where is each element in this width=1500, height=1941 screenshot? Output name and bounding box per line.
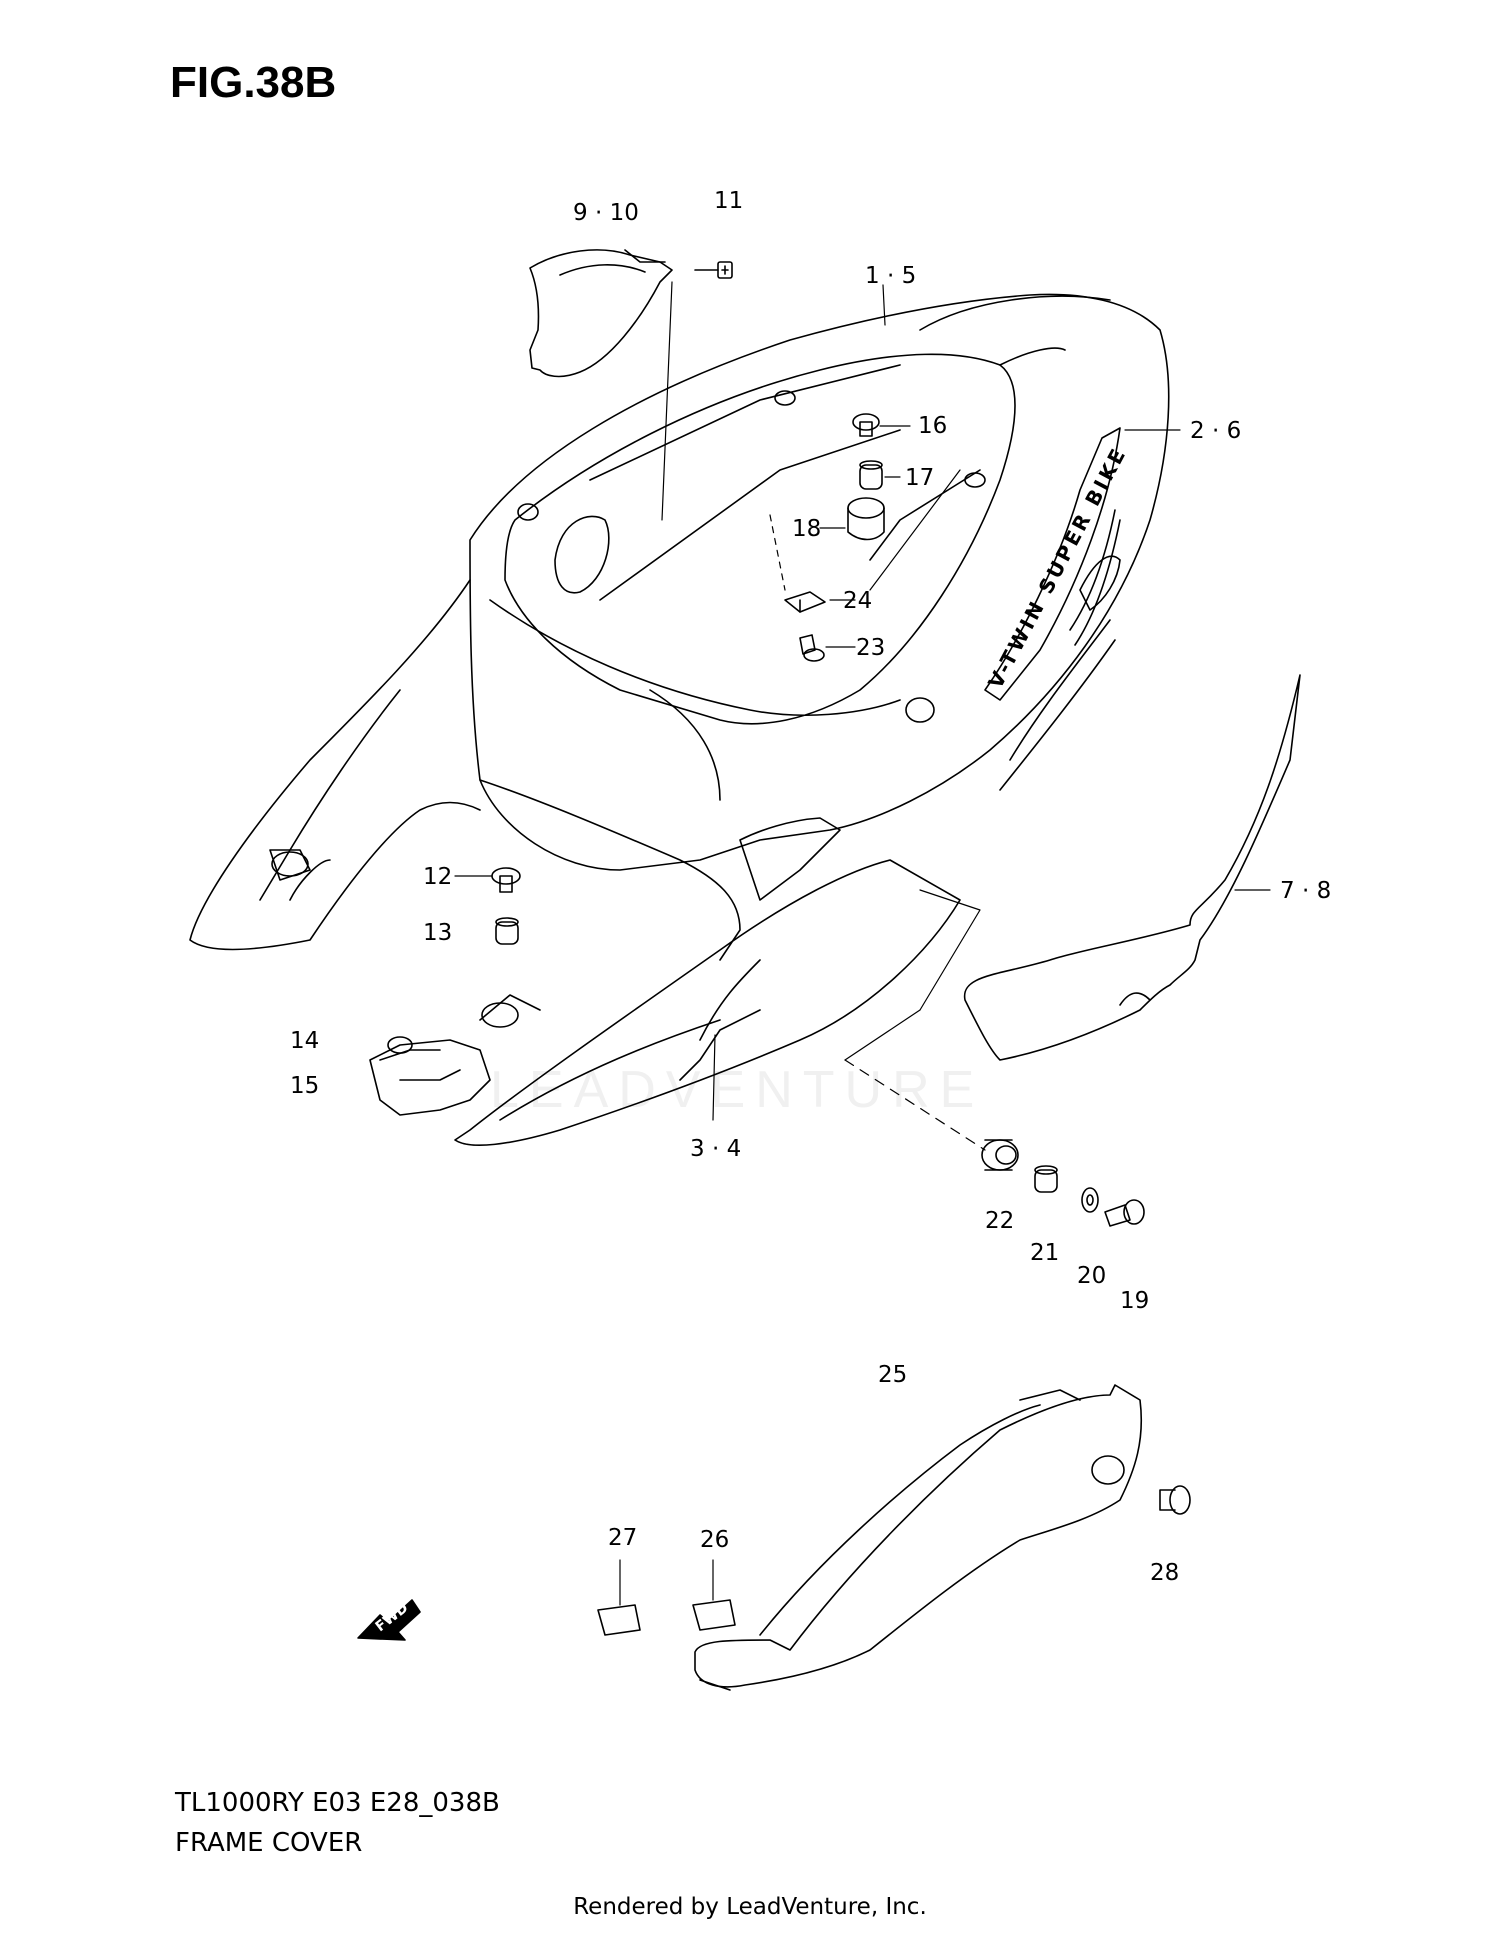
callout-28: 28	[1150, 1560, 1179, 1586]
part-bracket-9-10	[529, 249, 673, 378]
part-bolt-23	[799, 634, 856, 662]
part-grommet-18	[819, 497, 885, 541]
callout-26: 26	[700, 1527, 729, 1553]
part-screw-16	[852, 413, 911, 437]
callout-16: 16	[918, 413, 947, 439]
callout-22: 22	[985, 1208, 1014, 1234]
part-cowl-side-7-8	[963, 674, 1301, 1061]
callout-1-5: 1 · 5	[865, 263, 916, 289]
part-collar-13	[495, 917, 519, 945]
part-screw-11	[694, 261, 733, 279]
callout-11: 11	[714, 188, 743, 214]
part-washer-20	[1081, 1187, 1099, 1213]
part-collar-17	[859, 460, 901, 490]
callout-25: 25	[878, 1362, 907, 1388]
callout-15: 15	[290, 1073, 319, 1099]
callout-3-4: 3 · 4	[690, 1136, 741, 1162]
fwd-arrow-icon	[357, 1599, 421, 1641]
footer-credit: Rendered by LeadVenture, Inc.	[573, 1894, 927, 1920]
callout-14: 14	[290, 1028, 319, 1054]
part-bolt-19	[1104, 1199, 1145, 1227]
figure-code: TL1000RY E03 E28_038B	[175, 1788, 500, 1818]
figure-name: FRAME COVER	[175, 1828, 363, 1858]
callout-7-8: 7 · 8	[1280, 878, 1331, 904]
part-grommet-22	[981, 1139, 1019, 1171]
part-lower-cover-25	[694, 1384, 1143, 1691]
part-nut-24	[784, 591, 856, 613]
callout-17: 17	[905, 465, 934, 491]
part-pad-27	[597, 1559, 641, 1636]
part-seat-cowl-1-5	[189, 293, 1170, 961]
callout-19: 19	[1120, 1288, 1149, 1314]
callout-18: 18	[792, 516, 821, 542]
callout-20: 20	[1077, 1263, 1106, 1289]
watermark-text: LEADVENTURE	[490, 1061, 985, 1119]
part-side-cover-3-4	[454, 859, 961, 1146]
part-collar-21	[1034, 1165, 1058, 1193]
part-screw-12	[454, 867, 521, 893]
callout-2-6: 2 · 6	[1190, 418, 1241, 444]
callout-21: 21	[1030, 1240, 1059, 1266]
callout-23: 23	[856, 635, 885, 661]
part-decal-2-6	[984, 427, 1121, 701]
part-bracket-14-15	[369, 1036, 491, 1116]
figure-title: FIG.38B	[170, 58, 337, 107]
callout-27: 27	[608, 1525, 637, 1551]
callout-13: 13	[423, 920, 452, 946]
callout-12: 12	[423, 864, 452, 890]
callout-24: 24	[843, 588, 872, 614]
callout-9-10: 9 · 10	[573, 200, 639, 226]
part-clip-28	[1159, 1485, 1191, 1515]
part-pad-26	[692, 1559, 736, 1631]
